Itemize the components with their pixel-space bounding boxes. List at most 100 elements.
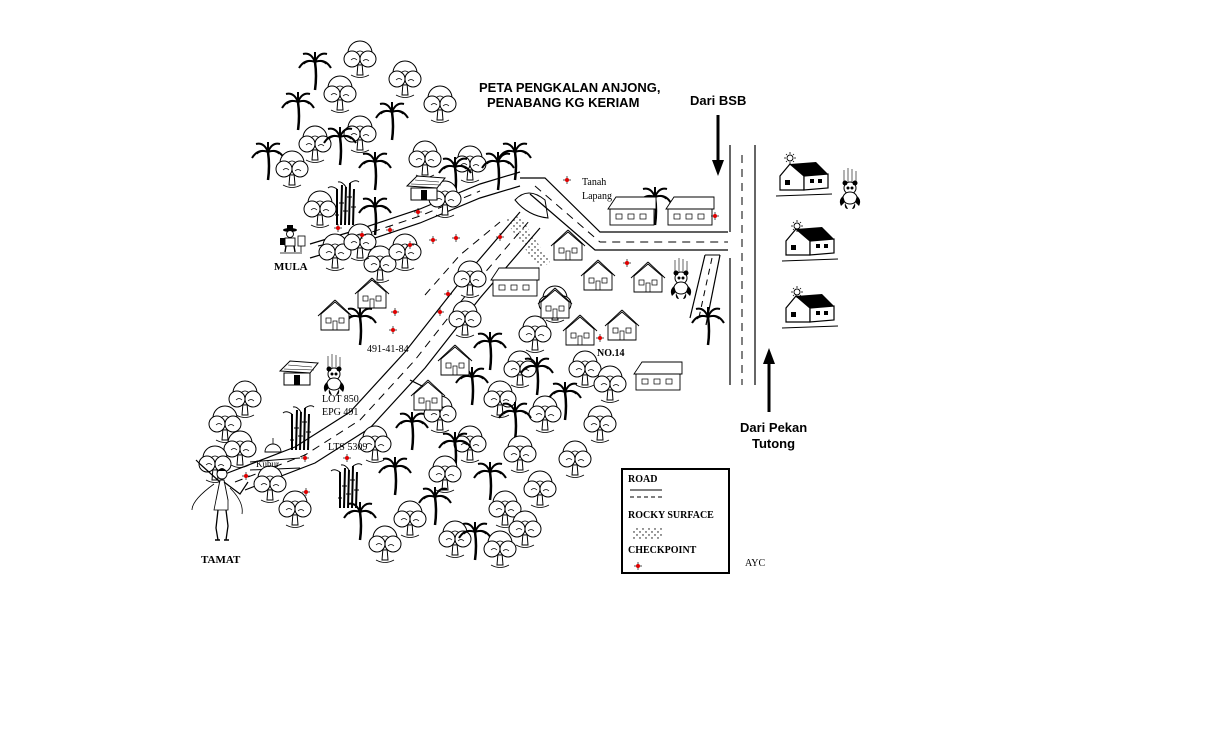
panda-icon <box>670 257 692 300</box>
tree-icon <box>423 85 457 123</box>
rocky-surface-swatch <box>632 527 662 539</box>
tree-icon <box>503 435 537 473</box>
checkpoint-marker <box>333 223 343 233</box>
checkpoint-marker <box>390 307 400 317</box>
house-icon <box>665 196 715 226</box>
tree-icon <box>523 470 557 508</box>
hiker-icon <box>279 224 306 254</box>
from-pekan-label-line1: Dari Pekan <box>740 420 807 435</box>
finish-label: TAMAT <box>201 554 241 566</box>
from-pekan-label-line2: Tutong <box>752 436 795 451</box>
tree-icon <box>408 140 442 178</box>
direction-arrows <box>712 115 775 412</box>
tree-icon <box>453 145 487 183</box>
house-icon <box>781 293 839 329</box>
checkpoint-marker <box>451 233 461 243</box>
tree-icon <box>278 490 312 528</box>
tree-icon <box>438 520 472 558</box>
map-title-line2: PENABANG KG KERIAM <box>487 95 639 110</box>
tree-icon <box>558 440 592 478</box>
bamboo-icon <box>330 462 363 509</box>
tree-icon <box>298 125 332 163</box>
lot-label: LTS 5309 <box>328 442 367 453</box>
checkpoint-marker <box>495 232 505 242</box>
tree-icon <box>453 260 487 298</box>
tree-icon <box>253 465 287 503</box>
legend-checkpoint-label: CHECKPOINT <box>628 545 697 556</box>
palm-tree-icon <box>280 90 316 132</box>
palm-tree-icon <box>297 50 333 92</box>
tree-icon <box>393 500 427 538</box>
palm-tree-icon <box>374 100 410 142</box>
checkpoint-marker <box>241 471 251 481</box>
tree-icon <box>343 40 377 78</box>
house-icon <box>537 287 573 319</box>
house-icon <box>490 267 540 297</box>
checkpoint-marker <box>435 307 445 317</box>
tree-icon <box>343 115 377 153</box>
palm-tree-icon <box>394 410 430 452</box>
checkpoint-marker <box>388 325 398 335</box>
house-icon <box>317 299 353 331</box>
map-title-line1: PETA PENGKALAN ANJONG, <box>479 80 661 95</box>
palm-tree-icon <box>357 150 393 192</box>
tree-icon <box>583 405 617 443</box>
lot-label: 491-41-84 <box>367 344 409 355</box>
house-icon <box>550 229 586 261</box>
sun-icon <box>783 151 797 165</box>
tree-icon <box>483 380 517 418</box>
palm-tree-icon <box>480 150 516 192</box>
cemetery-label: Kubur <box>256 459 279 469</box>
palm-tree-icon <box>497 400 533 442</box>
house-icon <box>580 259 616 291</box>
houses <box>279 151 839 411</box>
labels: PETA PENGKALAN ANJONG, PENABANG KG KERIA… <box>201 80 807 569</box>
house-icon <box>437 344 473 376</box>
tree-icon <box>518 315 552 353</box>
lot-label: EPG 491 <box>322 407 358 418</box>
tree-icon <box>453 425 487 463</box>
grave-dome-icon <box>264 443 282 453</box>
legend-rocky-label: ROCKY SURFACE <box>628 510 714 521</box>
checkpoint-marker <box>300 453 310 463</box>
palm-tree-icon <box>690 305 726 347</box>
vegetation <box>198 40 726 568</box>
house-icon <box>604 309 640 341</box>
hut-icon <box>279 360 319 386</box>
lot-label: LOT 850 <box>322 394 359 405</box>
legend-road-label: ROAD <box>628 474 657 485</box>
checkpoint-marker <box>428 235 438 245</box>
house-icon <box>354 277 390 309</box>
from-bsb-label: Dari BSB <box>690 93 746 108</box>
bamboo-icon <box>282 404 315 451</box>
legend-box <box>621 468 730 574</box>
house-icon <box>781 226 839 262</box>
checkpoint-marker <box>595 333 605 343</box>
house-number-label: NO.14 <box>597 348 625 359</box>
field-label-line2: Lapang <box>582 191 612 202</box>
house-icon <box>607 196 657 226</box>
panda-icon <box>839 167 861 210</box>
tree-icon <box>503 350 537 388</box>
house-icon <box>562 314 598 346</box>
checkpoint-marker <box>562 175 572 185</box>
tree-icon <box>388 60 422 98</box>
dancer-icon <box>191 459 249 541</box>
house-icon <box>410 379 446 411</box>
tree-icon <box>528 395 562 433</box>
start-label: MULA <box>274 261 308 273</box>
house-icon <box>633 361 683 391</box>
house-icon <box>775 161 833 197</box>
field-label-line1: Tanah <box>582 177 606 188</box>
checkpoint-marker <box>342 453 352 463</box>
tree-icon <box>368 525 402 563</box>
checkpoint-marker <box>443 289 453 299</box>
house-icon <box>630 261 666 293</box>
tree-icon <box>323 75 357 113</box>
tree-icon <box>303 190 337 228</box>
palm-tree-icon <box>472 330 508 372</box>
checkpoint-marker <box>622 258 632 268</box>
panda-icon <box>323 353 345 396</box>
